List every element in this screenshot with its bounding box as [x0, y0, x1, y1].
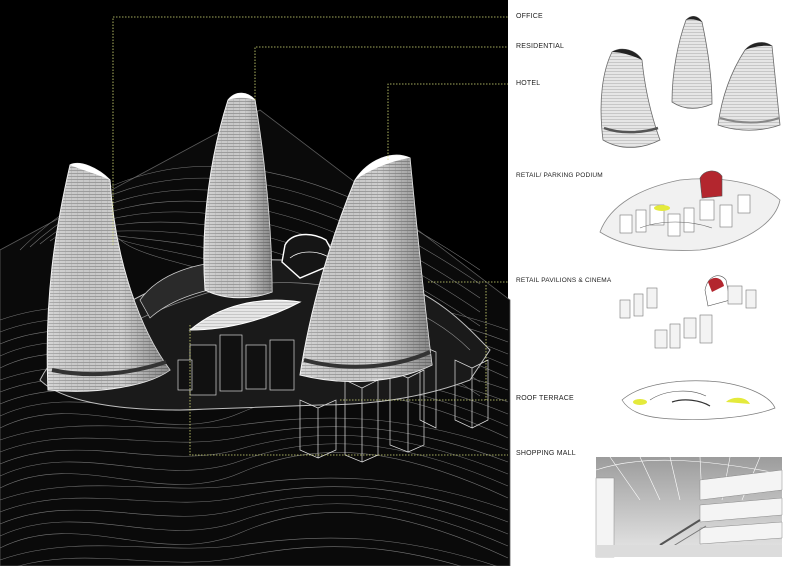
office-tower	[46, 163, 171, 392]
podium-model	[599, 170, 781, 251]
terrain-contour	[0, 434, 509, 475]
pavilions-model	[619, 275, 757, 349]
terrain-contour	[0, 537, 497, 566]
label-hotel: HOTEL	[516, 80, 541, 87]
shopping-mall-render	[595, 456, 783, 558]
terrain-contour	[0, 477, 509, 511]
hotel-tower-icon	[717, 42, 781, 131]
terrain-contour	[0, 426, 509, 463]
terrain-contour	[0, 486, 509, 523]
terrain-contour	[0, 512, 509, 559]
residential-tower-icon	[671, 16, 713, 109]
office-tower-icon	[600, 48, 661, 148]
label-residential: RESIDENTIAL	[516, 43, 565, 50]
terrain-contour	[17, 546, 462, 566]
label-office: OFFICE	[516, 13, 543, 20]
terrain-contour	[0, 452, 509, 499]
label-roof-terrace: ROOF TERRACE	[516, 395, 574, 402]
label-shopping-mall: SHOPPING MALL	[516, 450, 576, 457]
terrain-contour	[0, 503, 509, 547]
terrain-contour	[0, 392, 509, 439]
retail-pavilions	[177, 334, 295, 396]
residential-tower	[203, 92, 273, 299]
roof-terrace-model	[621, 380, 776, 420]
leader-lines	[112, 16, 508, 456]
label-retail-parking-podium: RETAIL/ PARKING PODIUM	[516, 172, 603, 179]
label-retail-pavilions-cinema: RETAIL PAVILIONS & CINEMA	[516, 277, 612, 284]
hotel-tower	[299, 154, 433, 383]
terrain-contour	[0, 443, 509, 487]
terrain-contour	[0, 417, 509, 451]
terrain-contour	[0, 494, 509, 535]
